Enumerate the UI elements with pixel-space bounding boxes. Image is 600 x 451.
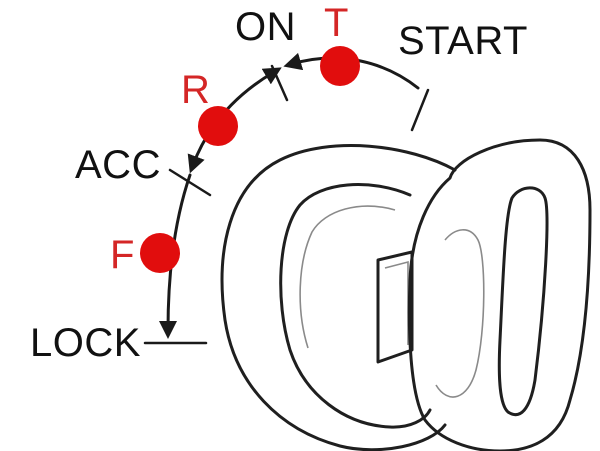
cylinder-inner-highlight	[299, 205, 396, 349]
cylinder-outer-ring	[220, 144, 457, 451]
keyway-slot	[376, 250, 414, 364]
dot-r	[198, 106, 238, 146]
cylinder-inner-face	[279, 183, 432, 429]
lock-cylinder	[220, 144, 457, 451]
label-acc: ACC	[75, 143, 161, 187]
tick-start	[410, 88, 430, 132]
label-f: F	[110, 233, 134, 277]
label-start: START	[398, 19, 528, 63]
key-face-edge	[435, 229, 485, 398]
key-outline	[407, 138, 592, 451]
key-slot	[497, 186, 549, 417]
key-head	[407, 138, 592, 451]
dot-f	[140, 233, 180, 273]
tick-acc	[168, 168, 212, 197]
label-on: ON	[235, 5, 296, 49]
label-r: R	[181, 68, 210, 112]
position-arc-on-start	[283, 52, 420, 90]
label-lock: LOCK	[30, 321, 141, 365]
keyway-depth	[384, 260, 409, 345]
dot-t	[320, 46, 360, 86]
tick-on	[270, 64, 289, 102]
label-t: T	[324, 1, 348, 45]
